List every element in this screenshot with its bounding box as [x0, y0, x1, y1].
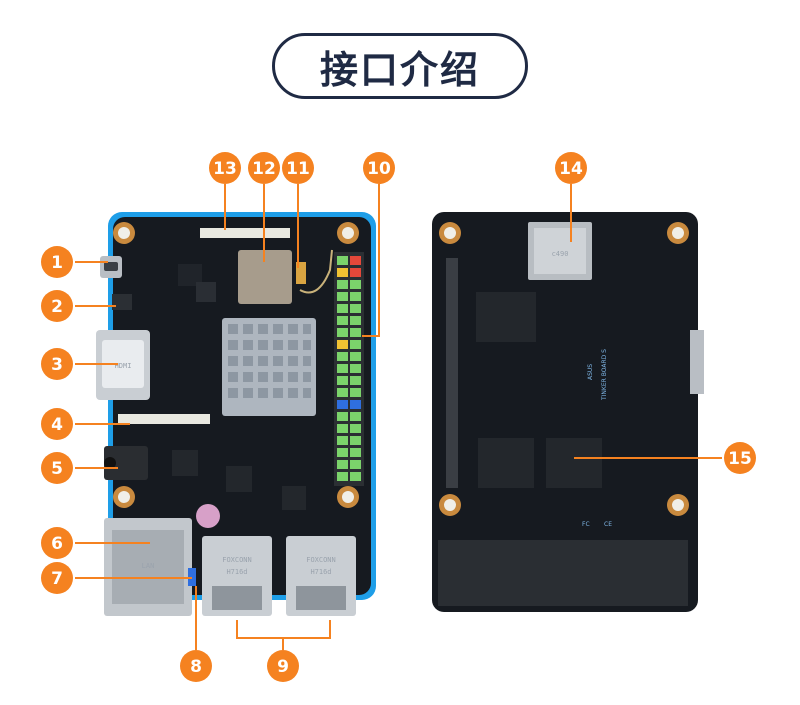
svg-text:2: 2 [51, 297, 63, 317]
back-board: c490 ASUS TINKER BOARD S FC CE [432, 212, 704, 612]
svg-text:12: 12 [252, 159, 276, 179]
badge-12: 12 [248, 152, 280, 184]
badge-4: 4 [41, 408, 73, 440]
svg-text:10: 10 [367, 159, 391, 179]
display-connector [112, 294, 132, 310]
badge-13: 13 [209, 152, 241, 184]
sd-card-slot: c490 [528, 222, 592, 280]
ce-mark: CE [604, 521, 612, 528]
svg-text:5: 5 [51, 459, 63, 479]
svg-text:7: 7 [51, 569, 63, 589]
svg-text:9: 9 [277, 657, 289, 677]
usb-label: H716d [310, 568, 331, 576]
mipi-dsi-connector [200, 228, 290, 238]
badge-14: 14 [555, 152, 587, 184]
badge-7: 7 [41, 562, 73, 594]
front-board: HDMI [96, 212, 376, 616]
usb-label: FOXCONN [306, 556, 336, 564]
usb-label: FOXCONN [222, 556, 252, 564]
brand-silk: ASUS [587, 364, 594, 380]
heatsink [222, 318, 316, 416]
svg-text:6: 6 [51, 534, 63, 554]
ethernet-port: LAN [104, 518, 192, 616]
lan-mark: LAN [142, 562, 155, 570]
badge-10: 10 [363, 152, 395, 184]
usb-port-left: FOXCONN H716d [202, 536, 272, 616]
svg-text:13: 13 [213, 159, 237, 179]
badge-8: 8 [180, 650, 212, 682]
badge-6: 6 [41, 527, 73, 559]
capacitor [196, 504, 220, 528]
gpio-header [334, 252, 364, 486]
svg-text:14: 14 [559, 159, 583, 179]
mipi-csi-connector [118, 414, 210, 424]
svg-text:11: 11 [286, 159, 310, 179]
badge-2: 2 [41, 290, 73, 322]
svg-text:8: 8 [190, 657, 202, 677]
badge-3: 3 [41, 348, 73, 380]
side-port [690, 330, 704, 394]
ram-chip [546, 438, 602, 488]
fcc-mark: FC [582, 521, 590, 528]
badge-15: 15 [724, 442, 756, 474]
svg-text:3: 3 [51, 355, 63, 375]
model-silk: TINKER BOARD S [601, 349, 608, 401]
badge-9: 9 [267, 650, 299, 682]
badge-1: 1 [41, 246, 73, 278]
svg-text:1: 1 [51, 253, 63, 273]
svg-text:15: 15 [728, 449, 752, 469]
sd-mark: c490 [552, 250, 569, 258]
back-header-pins [446, 258, 458, 488]
usb-label: H716d [226, 568, 247, 576]
ram-chip [478, 438, 534, 488]
badge-5: 5 [41, 452, 73, 484]
svg-text:4: 4 [51, 415, 63, 435]
usb-port-right: FOXCONN H716d [286, 536, 356, 616]
back-connectors [438, 540, 688, 606]
back-chip [476, 292, 536, 342]
badge-11: 11 [282, 152, 314, 184]
